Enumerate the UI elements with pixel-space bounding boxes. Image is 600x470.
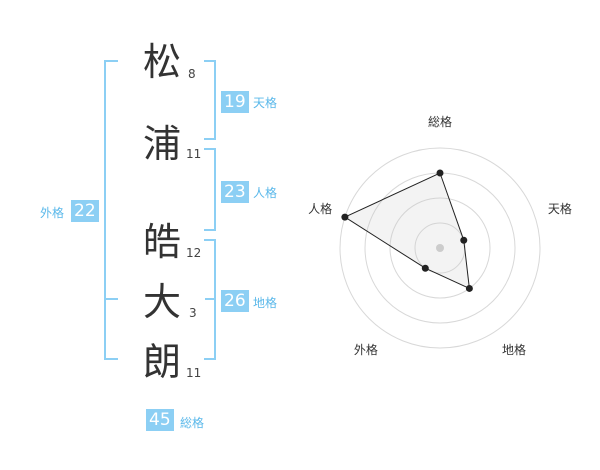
stroke-count-2: 11 (186, 147, 202, 161)
radar-axis-label: 人格 (308, 201, 332, 216)
radar-point (421, 264, 429, 272)
radar-points (341, 169, 473, 292)
radar-point (465, 284, 473, 292)
stroke-count-1: 8 (188, 67, 196, 81)
chikaku-value: 26 (221, 290, 249, 312)
kanji-3: 皓 (142, 220, 181, 264)
radar-point (436, 169, 444, 177)
gaikaku-label: 外格 (40, 206, 65, 220)
radar-center-dot (436, 244, 444, 252)
kanji-1: 松 (142, 40, 181, 84)
kanji-4: 大 (142, 280, 181, 324)
gaikaku-value: 22 (71, 200, 99, 222)
radar-axis-label: 外格 (354, 342, 378, 357)
radar-polygon (343, 172, 470, 290)
radar-axis-label: 天格 (548, 201, 572, 216)
tenkaku-value: 19 (221, 91, 249, 113)
jinkaku-label: 人格 (253, 186, 278, 200)
radar-axis-label: 総格 (428, 114, 452, 129)
kanji-5: 朗 (142, 340, 181, 384)
soukaku-label: 総格 (180, 416, 205, 430)
jinkaku-value: 23 (221, 181, 249, 203)
radar-point (341, 213, 349, 221)
stroke-count-4: 3 (189, 306, 197, 320)
tenkaku-label: 天格 (253, 96, 278, 110)
radar-point (460, 236, 468, 244)
soukaku-value: 45 (146, 409, 174, 431)
chikaku-label: 地格 (253, 296, 278, 310)
stroke-count-3: 12 (186, 246, 202, 260)
radar-ring-2 (389, 197, 491, 299)
radar-ring-4 (339, 147, 541, 349)
kanji-2: 浦 (142, 122, 181, 166)
stroke-count-5: 11 (186, 366, 202, 380)
radar-axis-label: 地格 (502, 342, 526, 357)
